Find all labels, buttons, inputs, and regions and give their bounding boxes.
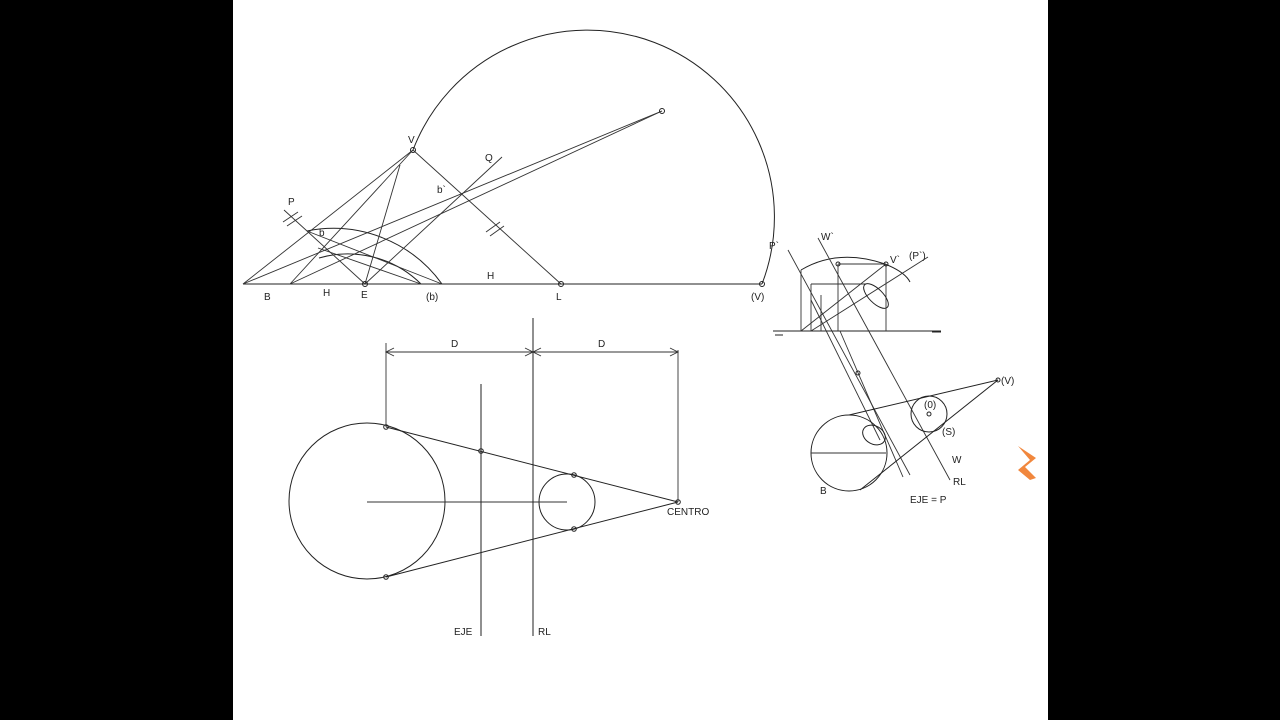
- label-S-paren: (S): [942, 427, 955, 438]
- right-figure: P` W` V` (P`) (V) (0) (S) W RL B EJE = P: [769, 231, 1014, 506]
- label-rl: RL: [538, 627, 551, 638]
- label-centro: CENTRO: [667, 507, 709, 518]
- bottom-figure: D D CENTRO EJE RL: [288, 318, 709, 638]
- label-P: P: [288, 197, 295, 208]
- label-D-left: D: [451, 339, 458, 350]
- geometry-drawing: V Q P b b` B H E (b) H L (V) D D CENTRO …: [242, 29, 1036, 638]
- label-V-paren: (V): [751, 292, 764, 303]
- label-eje: EJE: [454, 627, 473, 638]
- logo-icon: [1018, 446, 1036, 480]
- top-figure: V Q P b b` B H E (b) H L (V): [242, 29, 775, 303]
- label-V: V: [408, 135, 415, 146]
- label-V-paren: (V): [1001, 376, 1014, 387]
- label-b: b: [319, 228, 325, 239]
- label-W-prime: W`: [821, 231, 834, 243]
- label-RL: RL: [953, 477, 966, 488]
- label-E: E: [361, 290, 368, 301]
- label-B: B: [820, 486, 827, 497]
- label-b-prime: b`: [437, 184, 446, 196]
- label-P-prime-paren: (P`): [909, 250, 926, 262]
- label-Q: Q: [485, 153, 493, 164]
- label-D-right: D: [598, 339, 605, 350]
- label-P-prime: P`: [769, 240, 779, 252]
- drawing-sheet: V Q P b b` B H E (b) H L (V) D D CENTRO …: [233, 0, 1048, 720]
- label-V-prime: V`: [890, 254, 900, 266]
- label-H2: H: [487, 271, 494, 282]
- label-eje-p: EJE = P: [910, 495, 947, 506]
- label-0-paren: (0): [924, 400, 936, 411]
- label-b-paren: (b): [426, 292, 438, 303]
- label-H1: H: [323, 288, 330, 299]
- label-W: W: [952, 455, 962, 466]
- label-B: B: [264, 292, 271, 303]
- label-L: L: [556, 292, 562, 303]
